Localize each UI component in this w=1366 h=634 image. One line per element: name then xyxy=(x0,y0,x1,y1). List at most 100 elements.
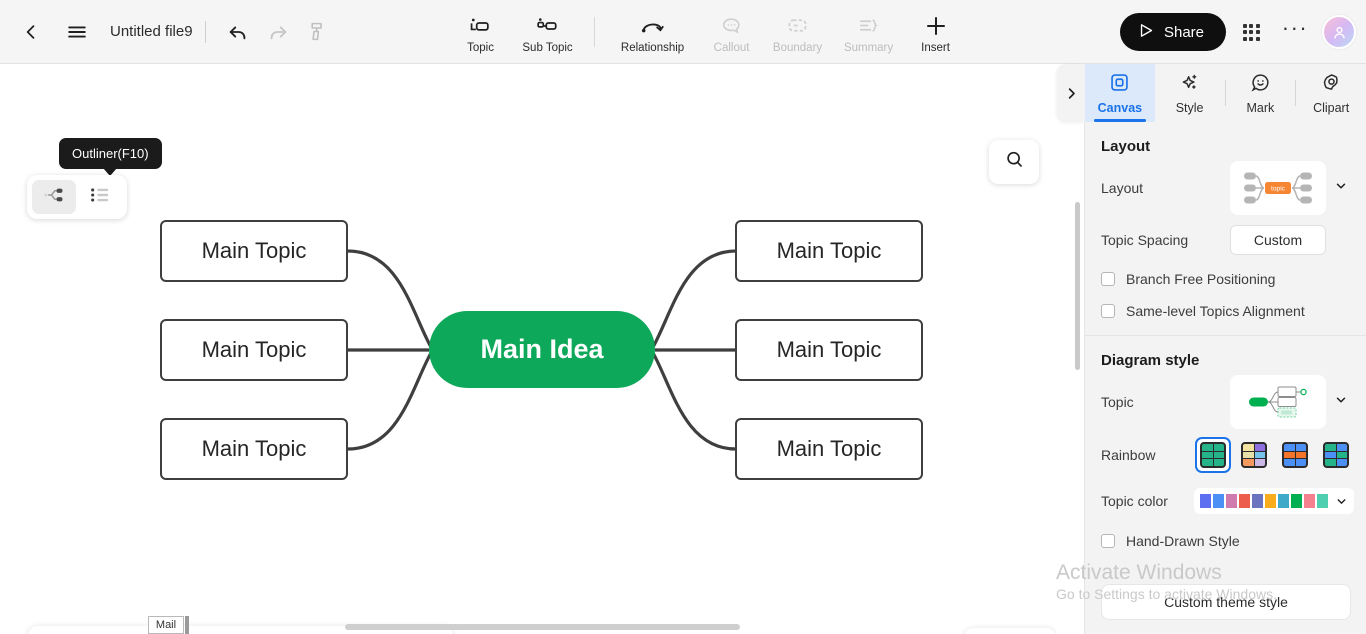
search-button[interactable] xyxy=(989,140,1039,184)
divider xyxy=(1295,80,1297,106)
undo-arrow-icon[interactable] xyxy=(221,15,255,49)
topic-color-swatch-5[interactable] xyxy=(1252,494,1263,508)
node-label: Main Topic xyxy=(776,238,882,263)
svg-text:topic: topic xyxy=(1271,186,1286,193)
tool-label: Summary xyxy=(843,41,894,54)
topic-color-swatch-2[interactable] xyxy=(1213,494,1224,508)
branch-free-positioning-label: Branch Free Positioning xyxy=(1126,271,1276,287)
topic-color-swatch-3[interactable] xyxy=(1226,494,1237,508)
user-avatar-icon[interactable] xyxy=(1322,15,1356,49)
search-icon xyxy=(1004,149,1025,175)
topic-color-swatch-1[interactable] xyxy=(1200,494,1211,508)
topic-spacing-custom-button[interactable]: Custom xyxy=(1230,225,1326,255)
topic-spacing-label: Topic Spacing xyxy=(1101,232,1189,248)
plus-icon xyxy=(924,13,948,39)
topic-color-swatch-4[interactable] xyxy=(1239,494,1250,508)
topic-style-label: Topic xyxy=(1101,394,1134,410)
document-title[interactable]: Untitled file9 xyxy=(110,23,193,40)
tab-mark[interactable]: Mark xyxy=(1226,64,1296,122)
grid-apps-icon[interactable] xyxy=(1232,13,1270,51)
layout-thumbnail[interactable]: topic xyxy=(1230,161,1326,215)
page-indicator[interactable]: Page-1 1 / 1 xyxy=(186,626,306,634)
layout-section-heading: Layout xyxy=(1101,138,1151,155)
tool-callout: Callout xyxy=(701,0,763,64)
outliner-view-button[interactable] xyxy=(78,180,122,214)
mindmap-view-button[interactable] xyxy=(32,180,76,214)
topic-color-swatch-8[interactable] xyxy=(1291,494,1302,508)
tool-sub-topic[interactable]: Sub Topic xyxy=(512,0,584,64)
tab-style[interactable]: Style xyxy=(1155,64,1225,122)
same-level-alignment-checkbox[interactable] xyxy=(1101,304,1115,318)
view-mode-toggle xyxy=(27,175,127,219)
topic-color-swatch-6[interactable] xyxy=(1265,494,1276,508)
topic-node-right-2[interactable]: Main Topic xyxy=(735,319,923,381)
tab-label: Mark xyxy=(1246,100,1275,115)
layout-chevron-down-icon[interactable] xyxy=(1334,179,1348,198)
topic-color-swatch-10[interactable] xyxy=(1317,494,1328,508)
taskbar-mail-tab[interactable]: Mail xyxy=(148,616,184,634)
topic-color-chevron-down-icon[interactable] xyxy=(1335,495,1348,508)
topic-color-swatch-7[interactable] xyxy=(1278,494,1289,508)
branch-free-positioning-row[interactable]: Branch Free Positioning xyxy=(1085,263,1366,289)
topic-style-chevron-down-icon[interactable] xyxy=(1334,393,1348,412)
tool-relationship[interactable]: Relationship xyxy=(605,0,701,64)
share-button[interactable]: Share xyxy=(1119,13,1226,51)
rainbow-option-1[interactable] xyxy=(1195,437,1231,473)
taskbar-caret xyxy=(185,616,189,634)
relationship-arc-icon xyxy=(640,13,666,39)
topic-color-row: Topic color xyxy=(1085,479,1366,523)
more-horizontal-icon[interactable]: ··· xyxy=(1281,14,1309,40)
topic-node-left-2[interactable]: Main Topic xyxy=(160,319,348,381)
topic-node-right-3[interactable]: Main Topic xyxy=(735,418,923,480)
topic-node-left-1[interactable]: Main Topic xyxy=(160,220,348,282)
mindmap-canvas[interactable]: Main Topic Main Topic Main Topic Main To… xyxy=(0,64,1056,634)
panel-body: Layout Layout xyxy=(1085,122,1366,634)
send-cursor-icon xyxy=(1138,22,1155,43)
node-label: Main Topic xyxy=(201,436,307,461)
tab-clipart[interactable]: Clipart xyxy=(1296,64,1366,122)
rainbow-option-4[interactable] xyxy=(1318,437,1354,473)
central-idea-label: Main Idea xyxy=(480,334,604,364)
rainbow-option-3[interactable] xyxy=(1277,437,1313,473)
topic-color-picker[interactable] xyxy=(1194,488,1354,514)
layout-row: Layout topic xyxy=(1085,159,1366,217)
central-idea-node[interactable]: Main Idea xyxy=(429,311,655,388)
topic-node-right-1[interactable]: Main Topic xyxy=(735,220,923,282)
tab-label: Clipart xyxy=(1313,100,1350,115)
branch-free-positioning-checkbox[interactable] xyxy=(1101,272,1115,286)
hand-drawn-style-row[interactable]: Hand-Drawn Style xyxy=(1085,523,1366,551)
tab-label: Style xyxy=(1175,100,1204,115)
tool-insert[interactable]: Insert xyxy=(905,0,967,64)
topic-node-left-3[interactable]: Main Topic xyxy=(160,418,348,480)
sub-topic-icon xyxy=(536,13,560,39)
back-icon[interactable] xyxy=(12,13,50,51)
custom-theme-style-button[interactable]: Custom theme style xyxy=(1101,584,1351,620)
format-painter-icon xyxy=(301,15,335,49)
canvas-square-icon xyxy=(1109,72,1130,98)
topic-color-swatch-9[interactable] xyxy=(1304,494,1315,508)
hand-drawn-style-checkbox[interactable] xyxy=(1101,534,1115,548)
section-divider xyxy=(1085,335,1366,336)
layout-label: Layout xyxy=(1101,180,1144,196)
share-label: Share xyxy=(1163,23,1204,41)
canvas-horizontal-scrollbar[interactable] xyxy=(345,624,740,630)
tool-label: Boundary xyxy=(772,41,823,54)
tab-label: Canvas xyxy=(1097,100,1143,115)
map-overview-icon[interactable] xyxy=(28,626,96,634)
chevron-right-icon[interactable] xyxy=(1057,64,1085,122)
right-properties-panel: Canvas Style Mark Clipart xyxy=(1057,64,1366,634)
divider xyxy=(593,16,595,47)
topic-style-thumbnail[interactable] xyxy=(1230,375,1326,429)
canvas-vertical-scrollbar[interactable] xyxy=(1075,202,1080,370)
outliner-tooltip: Outliner(F10) xyxy=(59,138,162,176)
node-label: Main Topic xyxy=(201,238,307,263)
rainbow-swatch xyxy=(1200,442,1226,468)
tab-canvas[interactable]: Canvas xyxy=(1085,64,1155,122)
same-level-alignment-row[interactable]: Same-level Topics Alignment xyxy=(1085,289,1366,321)
redo-arrow-icon xyxy=(261,15,295,49)
help-toolbar: fn xyxy=(964,628,1056,634)
rainbow-option-2[interactable] xyxy=(1236,437,1272,473)
tool-topic[interactable]: Topic xyxy=(450,0,512,64)
hamburger-menu-icon[interactable] xyxy=(58,13,96,51)
